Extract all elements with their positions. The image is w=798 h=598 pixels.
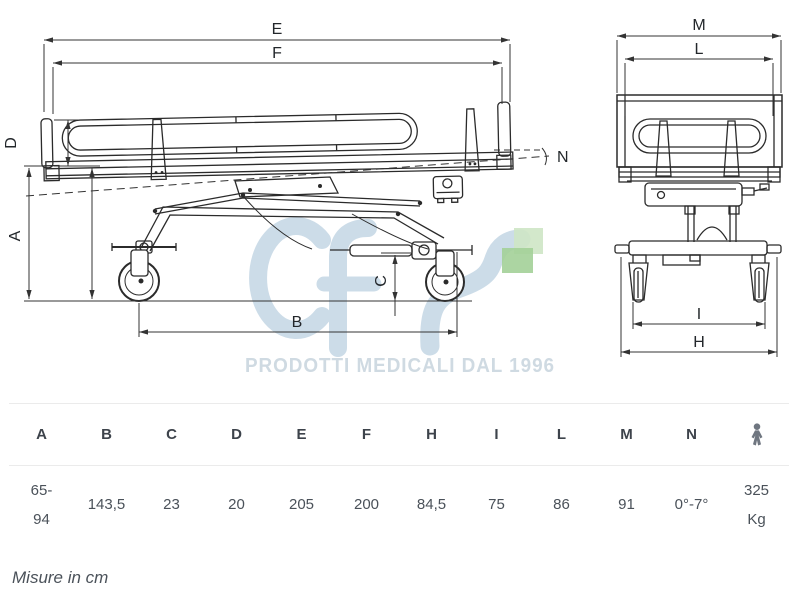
col-header-e: E (296, 426, 307, 443)
value-n: 0°-7° (674, 496, 709, 514)
dim-label-e: E (272, 21, 283, 38)
caster-wheel-left (118, 249, 160, 302)
base-frame (614, 240, 782, 266)
col-header-n: N (686, 426, 697, 443)
caster-wheel-end-left (628, 254, 649, 303)
control-box-end (644, 182, 770, 207)
dim-label-b: B (292, 314, 303, 331)
end-view (614, 94, 783, 303)
footnote: Misure in cm (12, 568, 109, 587)
rail-post (723, 120, 740, 177)
hydraulic-actuator (330, 241, 473, 260)
headboard-left (40, 118, 54, 169)
spec-table: A B C D E F H I L M N 65- 94 143,5 23 20… (9, 403, 789, 544)
cfs-letter-c (249, 217, 331, 339)
value-m: 91 (618, 496, 635, 514)
end-board (616, 94, 783, 168)
side-view-undercarriage (111, 176, 473, 302)
col-header-a: A (36, 426, 47, 443)
value-f: 200 (353, 496, 380, 514)
brake-pedal (111, 240, 177, 254)
logo-green-square-bright (502, 248, 533, 273)
control-box (432, 175, 464, 204)
end-side-rail (632, 118, 767, 154)
dim-label-n: N (557, 149, 569, 166)
mattress-deck (45, 151, 514, 180)
watermark-tagline: PRODOTTI MEDICALI DAL 1996 (245, 355, 555, 377)
value-a: 65- 94 (30, 481, 53, 528)
value-i: 75 (488, 496, 505, 514)
value-c: 23 (163, 496, 180, 514)
value-e: 205 (288, 496, 315, 514)
side-view (40, 101, 514, 302)
col-header-h: H (426, 426, 437, 443)
technical-drawing: PRODOTTI MEDICALI DAL 1996 (3, 17, 783, 377)
value-d: 20 (228, 496, 245, 514)
spec-table-header: A B C D E F H I L M N (9, 404, 789, 466)
col-header-l: L (556, 426, 567, 443)
lift-column (684, 205, 740, 242)
col-header-i: I (494, 426, 499, 443)
dim-label-i: I (697, 306, 701, 323)
tilt-dashed-line (25, 155, 550, 197)
dimension-lines (24, 33, 782, 357)
value-h: 84,5 (416, 496, 447, 514)
dim-label-m: M (692, 17, 705, 34)
cfs-letter-f (329, 219, 377, 357)
dimension-labels: E F D A N C B M L I H (3, 17, 706, 351)
dim-label-l: L (695, 41, 704, 58)
headboard-right (497, 101, 512, 157)
dim-label-h: H (693, 334, 705, 351)
side-rail (61, 112, 418, 157)
angle-arc (541, 147, 547, 166)
col-header-c: C (166, 426, 177, 443)
spec-table-values: 65- 94 143,5 23 20 205 200 84,5 75 86 91… (9, 466, 789, 544)
col-header-d: D (231, 426, 242, 443)
value-b: 143,5 (87, 496, 126, 514)
dim-label-d: D (3, 137, 20, 149)
rail-post (655, 120, 672, 177)
dim-label-c: C (373, 275, 390, 287)
rail-post (464, 108, 480, 172)
value-max-load: 325 Kg (743, 481, 770, 528)
value-l: 86 (553, 496, 570, 514)
caster-wheel-right (425, 250, 465, 302)
person-icon (751, 422, 762, 445)
col-header-f: F (361, 426, 372, 443)
col-header-max-load (724, 422, 789, 447)
dim-label-a: A (7, 230, 24, 241)
rail-post (150, 118, 167, 181)
dim-label-f: F (272, 45, 282, 62)
caster-wheel-end-right (749, 254, 770, 303)
col-header-b: B (101, 426, 112, 443)
cfs-letter-s (420, 229, 531, 356)
side-view-bed (40, 101, 514, 204)
col-header-m: M (620, 426, 633, 443)
